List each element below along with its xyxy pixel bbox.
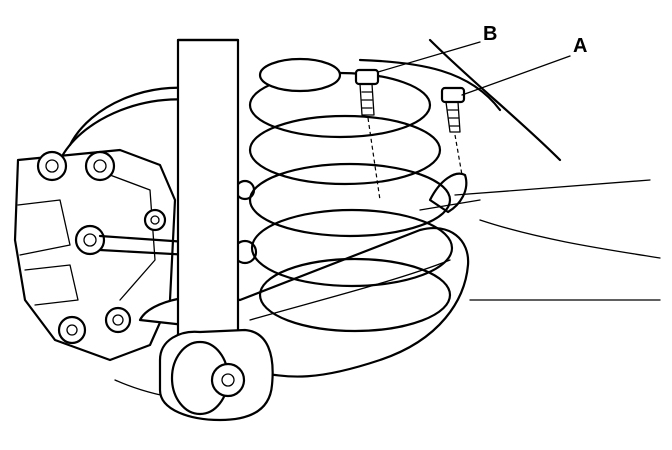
shock-bushing <box>158 328 274 422</box>
bolt-b <box>354 68 381 201</box>
hex-bolt-icon <box>210 362 246 398</box>
bolt-a <box>440 86 466 176</box>
callout-leaders <box>377 41 571 96</box>
sensor-bracket <box>419 172 481 214</box>
hex-bolt-icon <box>74 224 106 256</box>
hex-bolt-icon <box>143 208 167 232</box>
hex-bolt-icon <box>104 306 132 334</box>
hex-bolt-icon <box>36 150 68 182</box>
body-frame <box>358 38 661 301</box>
callout-label-b: B <box>483 23 497 45</box>
coil-spring <box>248 57 454 333</box>
callout-label-a: A <box>573 35 587 57</box>
shock-absorber <box>176 38 240 342</box>
knuckle-bolts <box>36 150 167 345</box>
knuckle <box>13 148 177 362</box>
hex-bolt-icon <box>57 315 87 345</box>
hex-bolt-icon <box>84 150 116 182</box>
